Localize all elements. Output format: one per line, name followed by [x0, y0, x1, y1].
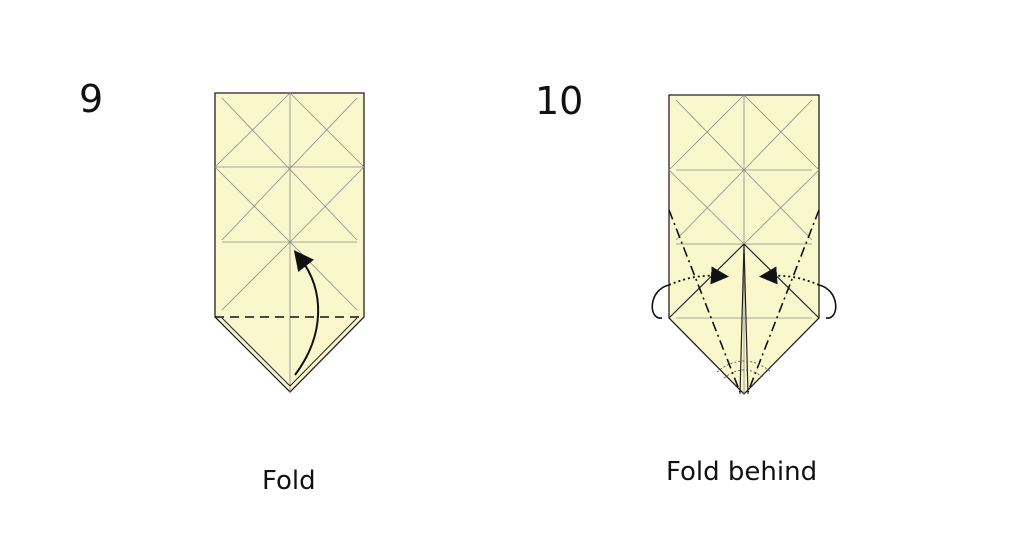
step-9-paper	[214, 92, 365, 393]
step-caption: Fold	[262, 466, 316, 496]
fold-behind-arrow-right	[759, 266, 837, 319]
angle-marks	[716, 360, 772, 379]
fold-arrow	[293, 250, 320, 376]
step-number: 9	[79, 77, 104, 121]
folded-flap-edges	[668, 243, 820, 395]
step-number: 10	[535, 79, 584, 123]
step-caption: Fold behind	[666, 457, 818, 487]
step-10-paper	[651, 94, 837, 395]
mountain-fold-lines	[668, 209, 820, 393]
fold-behind-arrow-left	[651, 266, 729, 319]
